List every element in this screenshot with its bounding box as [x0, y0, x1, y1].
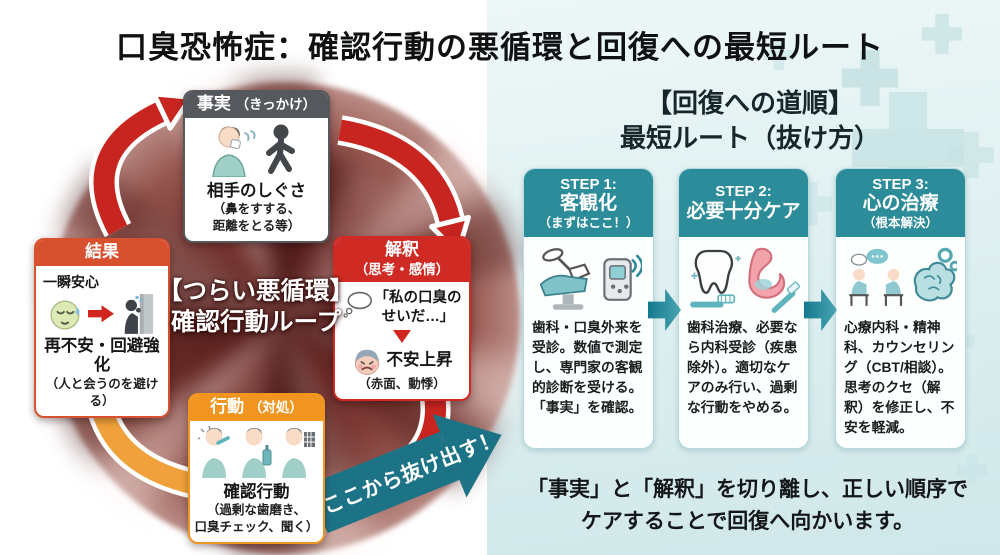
- step-2-body: 歯科治療、必要なら内科受診（疾患除外）。適切なケアのみ行い、過剰な行動をやめる。: [687, 320, 798, 415]
- result-title: 再不安・回避強化: [44, 336, 160, 375]
- recovery-heading: 【回復への道順】 最短ルート（抜け方）: [500, 86, 1000, 156]
- recovery-heading-line1: 【回復への道順】: [645, 88, 854, 118]
- cycle-center-label: 【つらい悪循環】 確認行動ループ: [148, 276, 364, 339]
- step-1-body: 歯科・口臭外来を受診。数値で測定し、専門家の客観的診断を受ける。「事実」を確認。: [532, 320, 643, 415]
- step-2-header: STEP 2: 必要十分ケア: [679, 169, 808, 237]
- step-3-label: STEP 3:: [872, 175, 929, 193]
- recovery-footer-line1: 「事実」と「解釈」を切り離し、正しい順序で: [527, 478, 968, 501]
- step-3-header: STEP 3: 心の治療 （根本解決）: [836, 169, 965, 237]
- fact-sub-line2: 距離をとる等）: [212, 218, 301, 233]
- relieved-face-icon: [50, 300, 80, 330]
- tooth-stomach-toothbrush-icon: [689, 247, 800, 313]
- action-box: 行動 （対処）: [188, 393, 325, 544]
- step-1-note: （まずはここ！）: [538, 215, 639, 230]
- action-header-main: 行動: [210, 397, 245, 416]
- step-3-body: 心療内科・精神科、カウンセリング（CBT/相談）。思考のクセ（解釈）を修正し、不…: [844, 320, 955, 435]
- arrow-result-to-fact: [89, 91, 194, 238]
- sniffing-and-walking-person-icon: [211, 124, 295, 178]
- step-1-name: 客観化: [559, 193, 617, 215]
- action-header-sub: （対処）: [248, 400, 303, 415]
- cycle-center-line1: 【つらい悪循環】: [158, 278, 354, 305]
- interpretation-header-main: 解釈: [385, 240, 419, 259]
- page-title: 口臭恐怖症：確認行動の悪循環と回復への最短ルート: [116, 30, 884, 65]
- interpretation-sub: （赤面、動悸）: [358, 377, 446, 392]
- action-sub-line1: （過剰な歯磨き、: [206, 503, 307, 518]
- interpretation-thought-line1: 「私の口臭の: [374, 290, 462, 307]
- action-box-header: 行動 （対処）: [190, 395, 323, 421]
- step-3-note: （根本解決）: [862, 215, 938, 230]
- anxious-face-icon: [354, 349, 379, 376]
- thought-bubble-icon: [343, 292, 372, 318]
- cycle-center-line2: 確認行動ループ: [170, 309, 342, 337]
- recovery-footer: 「事実」と「解釈」を切り離し、正しい順序で ケアすることで回復へ向かいます。: [495, 474, 1000, 537]
- fact-title: 相手のしぐさ: [207, 181, 306, 200]
- checking-behaviors-people-icon: [197, 425, 315, 478]
- fact-header-sub: （きっかけ）: [235, 97, 317, 112]
- escape-arrow: ここから抜け出す！: [308, 414, 504, 534]
- step-2-icons: [679, 237, 808, 315]
- step-2-name: 必要十分ケア: [686, 200, 801, 222]
- step-1-label: STEP 1:: [560, 175, 617, 193]
- step-card-2: STEP 2: 必要十分ケア 歯科治療、必要なら内科受診（疾患除外）。適切なケア…: [678, 168, 809, 449]
- step-3-name: 心の治療: [862, 193, 939, 215]
- step-card-3: STEP 3: 心の治療 （根本解決） 心療内科・精神科、カウンセリング（C: [835, 168, 966, 449]
- fact-box-header: 事実 （きっかけ）: [185, 92, 328, 118]
- dental-chair-and-measuring-device-icon: [539, 248, 642, 310]
- interpretation-box: 解釈 （思考・感情） 「私の口臭の せいだ…」: [333, 236, 471, 402]
- fact-header-main: 事実: [196, 94, 231, 113]
- result-moment-label: 一瞬安心: [43, 273, 99, 290]
- step-1-header: STEP 1: 客観化 （まずはここ！）: [524, 169, 653, 237]
- fact-sub-line1: （鼻をすする、: [212, 202, 301, 217]
- recovery-footer-line2: ケアすることで回復へ向かいます。: [580, 509, 915, 533]
- interpretation-thought-line2: せいだ…」: [381, 309, 455, 326]
- person-avoiding-behind-wall-icon: [124, 293, 154, 334]
- down-arrow-icon: [393, 330, 411, 344]
- action-title: 確認行動: [223, 482, 290, 501]
- step-2-label: STEP 2:: [715, 182, 772, 200]
- result-box: 結果 一瞬安心: [34, 238, 170, 418]
- fact-box: 事実 （きっかけ） 相手のしぐさ （鼻をすする、: [183, 90, 330, 243]
- step-1-icons: [524, 237, 653, 315]
- interpretation-box-header: 解釈 （思考・感情）: [335, 238, 469, 283]
- action-sub-line2: 口臭チェック、聞く）: [194, 519, 319, 534]
- step-3-icons: [836, 237, 965, 315]
- interpretation-title: 不安上昇: [386, 351, 453, 370]
- right-arrow-icon: [88, 305, 114, 323]
- result-box-header: 結果: [36, 240, 168, 266]
- recovery-heading-line2: 最短ルート（抜け方）: [619, 123, 880, 154]
- interpretation-header-sub: （思考・感情）: [354, 261, 450, 277]
- counseling-and-brain-icon: [848, 247, 957, 306]
- result-header-main: 結果: [85, 242, 119, 261]
- step-card-1: STEP 1: 客観化 （まずはここ！） 歯科・口臭外来を受診。数値で測定し: [523, 168, 654, 449]
- result-sub: （人と会うのを避ける）: [45, 377, 159, 408]
